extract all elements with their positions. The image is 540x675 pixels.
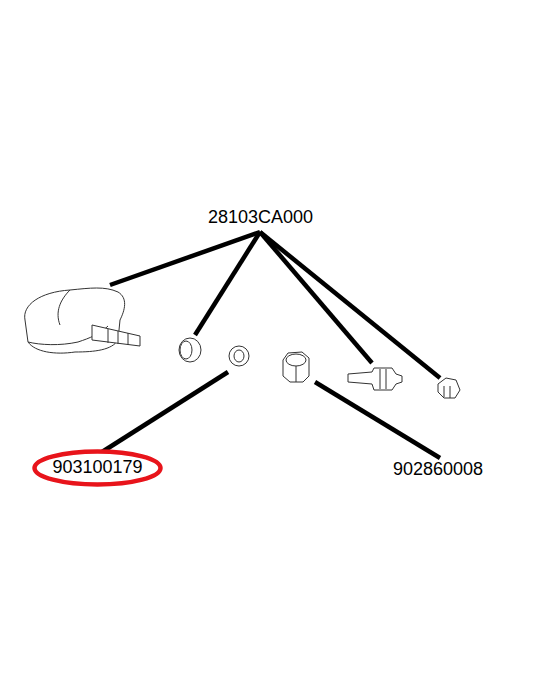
callout-number: 903100179 — [52, 458, 142, 478]
part-number: 28103CA000 — [208, 208, 313, 228]
washer — [229, 346, 249, 366]
nut — [283, 352, 309, 382]
ellipse-shape — [35, 452, 161, 485]
grommet — [179, 338, 201, 362]
leader-lines — [102, 232, 440, 458]
tpms-sensor — [25, 288, 140, 353]
valve-cap — [438, 378, 460, 398]
valve-core — [348, 368, 402, 390]
part-number: 902860008 — [393, 460, 483, 480]
highlight-ellipse: 903100179 — [32, 449, 163, 487]
